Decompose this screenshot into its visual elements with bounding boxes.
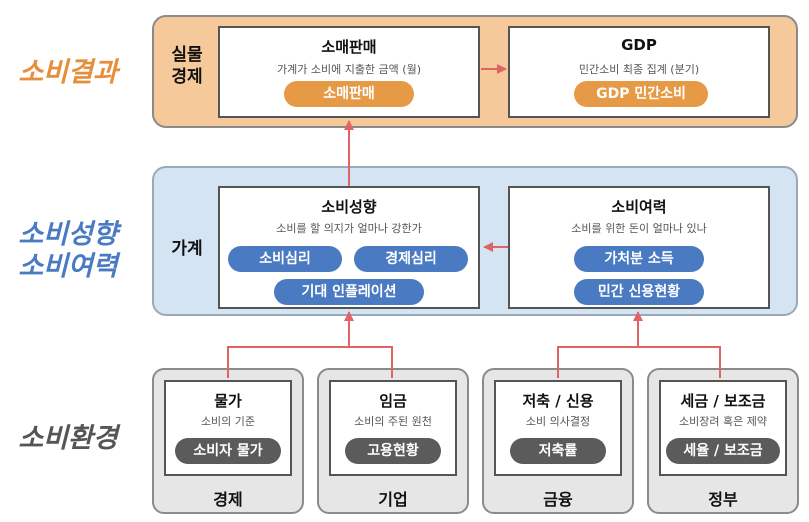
- retail-sales-pill: 소매판매: [284, 81, 414, 107]
- retail-sales-subtitle: 가계가 소비에 지출한 금액 (월): [276, 63, 421, 76]
- propensity-title: 소비성향: [321, 198, 377, 216]
- gdp-title: GDP: [621, 36, 657, 54]
- env-subtitle-wage: 소비의 주된 원천: [354, 415, 432, 428]
- gdp-pill: GDP 민간소비: [574, 81, 708, 107]
- env-group-label-finance: 금융: [543, 490, 573, 509]
- env-pill-savings: 저축률: [510, 438, 606, 464]
- env-title-tax: 세금 / 보조금: [680, 392, 766, 410]
- consumer-sentiment-pill: 소비심리: [228, 246, 342, 272]
- side-label-result: 소비결과: [18, 57, 118, 88]
- gdp-subtitle: 민간소비 최종 집계 (분기): [578, 63, 700, 76]
- env-group-government: 세금 / 보조금 소비장려 혹은 제약 세율 / 보조금 정부: [647, 368, 799, 514]
- arrow-price-wage-to-propensity: [227, 346, 393, 378]
- env-group-economy: 물가 소비의 기준 소비자 물가 경제: [152, 368, 304, 514]
- side-label-environment: 소비환경: [18, 423, 118, 454]
- env-group-company: 임금 소비의 주된 원천 고용현황 기업: [317, 368, 469, 514]
- env-card-price: 물가 소비의 기준 소비자 물가: [164, 380, 292, 476]
- env-title-savings: 저축 / 신용: [522, 392, 594, 410]
- env-card-savings: 저축 / 신용 소비 의사결정 저축률: [494, 380, 622, 476]
- side-label-capacity: 소비여력: [18, 251, 118, 282]
- inflation-expectation-pill: 기대 인플레이션: [274, 279, 424, 305]
- env-pill-tax: 세율 / 보조금: [666, 438, 780, 464]
- real-economy-label: 실물 경제: [171, 45, 203, 87]
- gdp-card: GDP 민간소비 최종 집계 (분기) GDP 민간소비: [508, 26, 770, 118]
- retail-sales-title: 소매판매: [321, 38, 377, 56]
- env-card-tax: 세금 / 보조금 소비장려 혹은 제약 세율 / 보조금: [659, 380, 787, 476]
- private-credit-pill: 민간 신용현황: [574, 279, 704, 305]
- env-card-wage: 임금 소비의 주된 원천 고용현황: [329, 380, 457, 476]
- capacity-card: 소비여력 소비를 위한 돈이 얼마나 있나 가처분 소득 민간 신용현황: [508, 186, 770, 309]
- env-group-finance: 저축 / 신용 소비 의사결정 저축률 금융: [482, 368, 634, 514]
- capacity-title: 소비여력: [611, 198, 667, 216]
- env-subtitle-price: 소비의 기준: [200, 415, 256, 428]
- env-pill-wage: 고용현황: [345, 438, 441, 464]
- env-title-wage: 임금: [379, 392, 407, 410]
- env-title-price: 물가: [214, 392, 242, 410]
- env-group-label-economy: 경제: [213, 490, 243, 509]
- disposable-income-pill: 가처분 소득: [574, 246, 704, 272]
- env-group-label-government: 정부: [708, 490, 738, 509]
- propensity-card: 소비성향 소비를 할 의지가 얼마나 강한가 소비심리 경제심리 기대 인플레이…: [218, 186, 480, 309]
- env-subtitle-tax: 소비장려 혹은 제약: [679, 415, 767, 428]
- capacity-subtitle: 소비를 위한 돈이 얼마나 있나: [571, 222, 707, 235]
- arrow-savings-tax-to-capacity: [557, 346, 721, 378]
- economic-sentiment-pill: 경제심리: [354, 246, 468, 272]
- env-subtitle-savings: 소비 의사결정: [525, 415, 591, 428]
- side-label-propensity: 소비성향: [18, 219, 118, 250]
- env-pill-price: 소비자 물가: [175, 438, 281, 464]
- retail-sales-card: 소매판매 가계가 소비에 지출한 금액 (월) 소매판매: [218, 26, 480, 118]
- household-label: 가계: [171, 239, 203, 259]
- propensity-subtitle: 소비를 할 의지가 얼마나 강한가: [276, 222, 422, 235]
- env-group-label-company: 기업: [378, 490, 408, 509]
